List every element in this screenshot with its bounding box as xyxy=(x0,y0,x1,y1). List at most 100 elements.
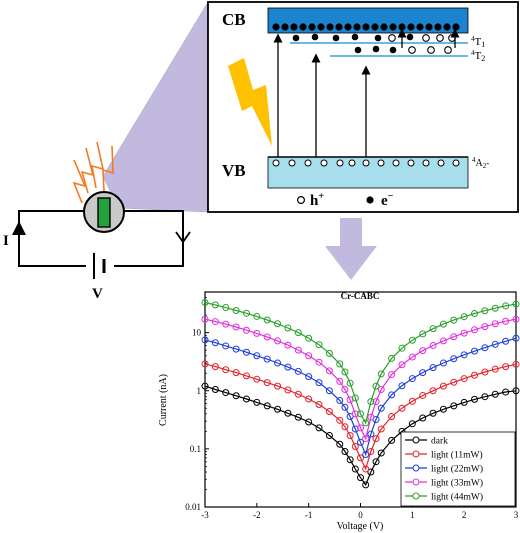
data-point xyxy=(429,342,437,350)
data-point xyxy=(362,435,370,443)
data-point xyxy=(512,300,520,308)
cb-electrons xyxy=(272,23,460,31)
data-point xyxy=(481,368,489,376)
series-dark xyxy=(201,382,520,489)
data-point xyxy=(357,424,364,432)
data-point xyxy=(341,368,349,376)
y-tick-label: 10 xyxy=(192,328,202,338)
vb-holes xyxy=(272,159,460,167)
data-point xyxy=(305,352,313,360)
data-point xyxy=(502,363,510,371)
data-point xyxy=(357,410,364,418)
data-point xyxy=(481,323,489,331)
x-tick-label: -2 xyxy=(253,510,261,520)
data-point xyxy=(232,345,240,353)
data-point xyxy=(315,401,323,409)
data-point xyxy=(201,382,209,390)
series-line xyxy=(204,301,517,425)
data-point xyxy=(450,402,458,410)
data-point xyxy=(341,423,349,431)
data-point xyxy=(336,396,344,404)
data-point xyxy=(367,413,375,421)
data-point xyxy=(284,341,292,349)
data-point xyxy=(398,404,406,412)
data-point xyxy=(211,339,219,347)
series-light-44mw- xyxy=(201,298,520,427)
data-point xyxy=(315,341,323,349)
data-point xyxy=(325,407,333,415)
data-point xyxy=(284,409,292,417)
data-point xyxy=(201,360,209,368)
data-point xyxy=(362,465,370,473)
data-point xyxy=(341,403,349,411)
a2-sup: 4 xyxy=(472,156,476,164)
carrier-legend: h+ e− xyxy=(297,191,394,209)
legend-label: light (33mW) xyxy=(431,478,483,489)
circuit: V I xyxy=(3,141,191,302)
down-arrow-icon xyxy=(325,218,377,280)
data-point xyxy=(408,375,416,383)
data-point xyxy=(362,419,370,427)
data-point xyxy=(439,320,447,328)
level-t1-label: 4T1 xyxy=(471,35,485,49)
data-point xyxy=(491,320,499,328)
data-point xyxy=(377,386,385,394)
legend-label: light (22mW) xyxy=(431,464,483,475)
y-tick-label: 0.1 xyxy=(190,444,201,454)
series-light-22mw- xyxy=(201,334,520,459)
level-a2-label: 4A2- xyxy=(472,156,489,170)
data-point xyxy=(512,315,520,323)
data-point xyxy=(512,334,520,342)
legend-label: light (44mW) xyxy=(431,492,483,503)
data-point xyxy=(211,301,219,309)
data-point xyxy=(253,329,261,337)
voltage-label: V xyxy=(92,286,103,302)
data-point xyxy=(242,395,250,403)
data-point xyxy=(336,416,344,424)
data-point xyxy=(398,361,406,369)
data-point xyxy=(263,402,271,410)
data-point xyxy=(481,307,489,315)
series-line xyxy=(204,363,517,471)
data-point xyxy=(357,438,364,446)
data-point xyxy=(325,431,333,439)
data-point xyxy=(242,309,250,317)
data-point xyxy=(357,454,364,462)
data-point xyxy=(450,316,458,324)
series-layer xyxy=(201,298,520,489)
data-point xyxy=(242,372,250,380)
data-point xyxy=(372,435,380,443)
data-point xyxy=(460,375,468,383)
data-point xyxy=(388,354,396,362)
current-label: I xyxy=(3,233,9,249)
data-point xyxy=(388,391,396,399)
data-point xyxy=(481,344,489,352)
data-point xyxy=(222,389,230,397)
battery-gap xyxy=(86,259,114,273)
data-point xyxy=(502,317,510,325)
data-point xyxy=(211,386,219,394)
data-point xyxy=(336,440,344,448)
data-point xyxy=(372,458,380,466)
data-point xyxy=(377,449,385,457)
data-point xyxy=(419,330,427,338)
lightning-bolt-icon xyxy=(228,58,272,146)
data-point xyxy=(351,465,359,473)
x-tick-label: 3 xyxy=(514,510,519,520)
current-arrow-right xyxy=(175,231,191,244)
t2-main: T xyxy=(475,50,482,62)
x-tick-label: -1 xyxy=(305,510,313,520)
data-point xyxy=(450,378,458,386)
data-point xyxy=(232,369,240,377)
data-point xyxy=(502,302,510,310)
data-point xyxy=(372,382,380,390)
data-point xyxy=(377,404,385,412)
legend-label: dark xyxy=(431,437,448,447)
data-point xyxy=(372,398,380,406)
hole-letter: h xyxy=(310,193,319,209)
data-point xyxy=(408,397,416,405)
data-point xyxy=(429,409,437,417)
